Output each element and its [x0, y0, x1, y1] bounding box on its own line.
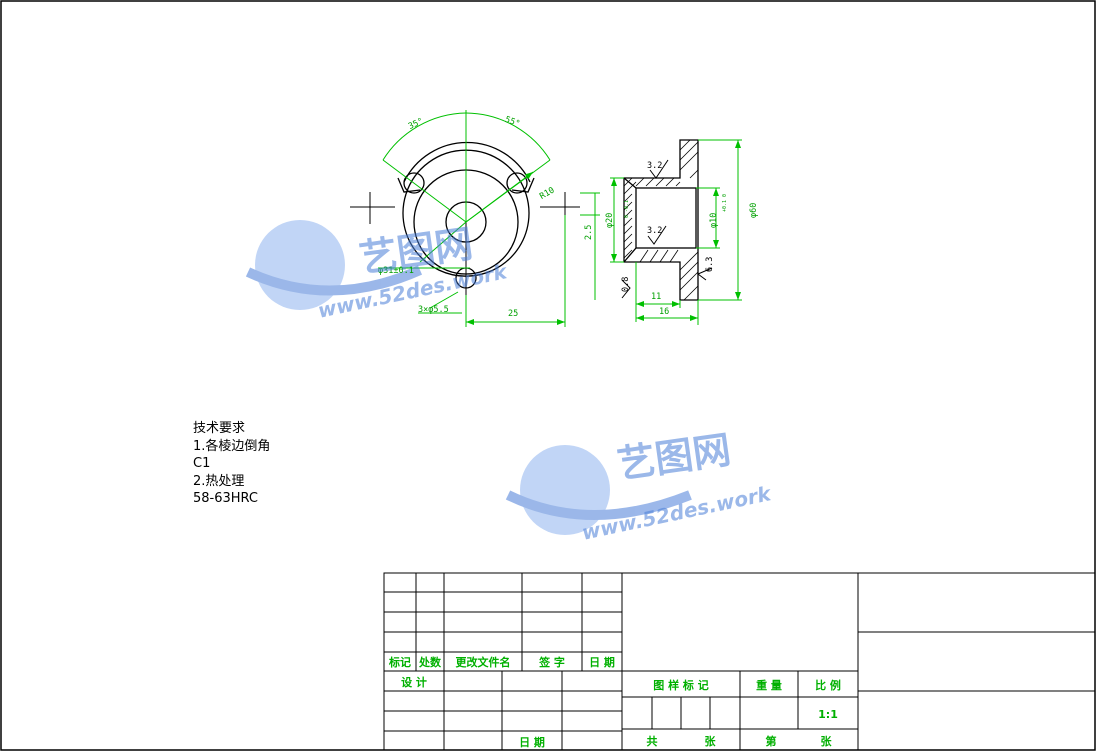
- dim-d10-tol: +0.1 0: [722, 194, 728, 212]
- dim-d31: φ31±0.1: [378, 266, 414, 276]
- dim-d20-tol: 0 -0.1: [624, 200, 630, 218]
- tb-total: 共: [647, 734, 658, 748]
- side-dimensions: [610, 139, 742, 325]
- tech-line-3: 2.热处理: [193, 473, 245, 489]
- tb-stage-mark: 图 样 标 记: [653, 678, 709, 692]
- rough-3-2-bottom: 3.2: [647, 226, 662, 236]
- dim-d20: φ20: [605, 213, 615, 228]
- dim-r10: R10: [538, 185, 556, 201]
- rough-6-3: 6.3: [705, 257, 715, 272]
- tb-page-sheets: 张: [821, 734, 833, 748]
- tb-rev-place: 处数: [418, 655, 442, 669]
- front-dimensions: [378, 110, 600, 327]
- tb-scale-value: 1:1: [818, 708, 838, 721]
- tb-scale-label: 比 例: [815, 678, 841, 692]
- watermark-brand-2: 艺图网: [615, 427, 734, 486]
- dim-11: 11: [651, 292, 661, 302]
- watermark-2: [505, 445, 692, 535]
- dim-d10: φ10: [709, 213, 719, 228]
- tech-line-2: C1: [193, 456, 211, 471]
- tb-rev-doc: 更改文件名: [456, 655, 511, 669]
- dim-16: 16: [659, 307, 669, 317]
- side-hatch: [623, 139, 699, 301]
- rough-0-8: 0.8: [621, 277, 631, 292]
- dim-25: 25: [508, 309, 518, 319]
- dim-2-5: 2.5: [584, 225, 594, 240]
- watermark-1: [245, 220, 423, 310]
- dim-angle-left: 35°: [407, 116, 425, 132]
- dim-d60: φ60: [749, 203, 759, 218]
- title-block-lines: [383, 572, 1096, 751]
- tb-rev-sign: 签 字: [538, 655, 565, 669]
- tb-design: 设 计: [401, 675, 427, 689]
- tb-rev-date: 日 期: [589, 655, 615, 669]
- tech-title: 技术要求: [193, 421, 246, 436]
- roughness-symbols: [621, 159, 713, 299]
- dim-angle-right: 55°: [503, 115, 521, 130]
- technical-requirements: 技术要求 1.各棱边倒角 C1 2.热处理 58-63HRC: [193, 420, 270, 508]
- tb-date: 日 期: [519, 735, 545, 749]
- tb-sheets: 张: [705, 734, 717, 748]
- dim-holes: 3×φ5.5: [418, 305, 449, 315]
- tb-rev-mark: 标记: [388, 655, 411, 669]
- tech-line-1: 1.各棱边倒角: [193, 438, 271, 454]
- tb-page: 第: [766, 734, 777, 748]
- tech-line-4: 58-63HRC: [193, 491, 259, 506]
- rough-3-2-top: 3.2: [647, 161, 662, 171]
- tb-weight: 重 量: [756, 678, 782, 692]
